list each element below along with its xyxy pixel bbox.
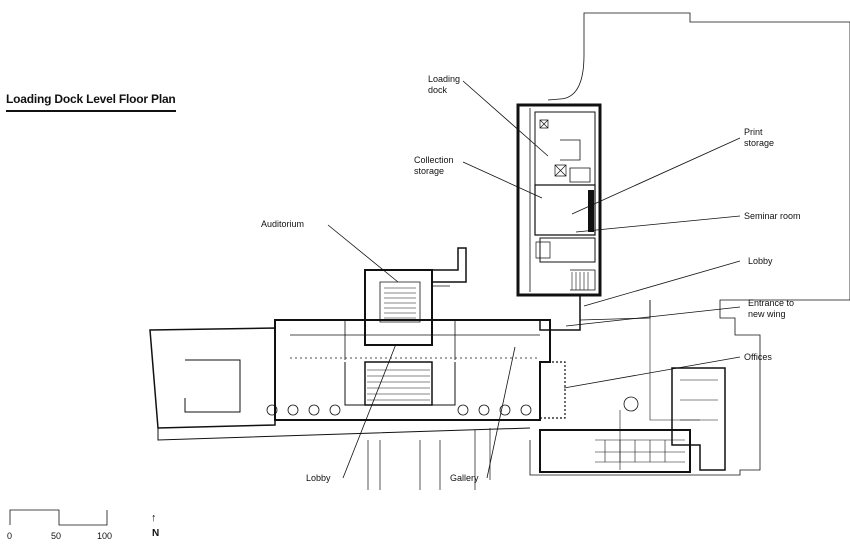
scale-tick-100: 100: [97, 531, 113, 541]
site-outline: [529, 12, 850, 476]
north-arrow-icon: ↑: [151, 512, 157, 524]
plan-title: Loading Dock Level Floor Plan: [6, 92, 176, 106]
label-seminar-room: Seminar room: [744, 211, 801, 221]
label-gallery: Gallery: [450, 473, 479, 483]
label-lobby-upper: Lobby: [748, 256, 773, 266]
label-auditorium: Auditorium: [261, 219, 305, 229]
scale-tick-50: 50: [51, 531, 62, 541]
label-entrance-1: Entrance to: [748, 298, 795, 308]
label-loading-dock-2: dock: [428, 85, 448, 95]
north-label: N: [152, 528, 160, 539]
label-entrance-2: new wing: [748, 309, 786, 319]
label-collection-storage-2: storage: [414, 166, 445, 176]
title-underline: [6, 110, 176, 112]
west-wing: [149, 327, 276, 429]
label-loading-dock-1: Loading: [428, 74, 461, 84]
leader-lines: [327, 80, 741, 479]
label-lobby-lower: Lobby: [306, 473, 331, 483]
office-block: [539, 429, 691, 473]
label-offices: Offices: [744, 352, 772, 362]
north-wing: [516, 103, 602, 297]
label-print-storage-2: storage: [744, 138, 775, 148]
label-collection-storage-1: Collection: [414, 155, 454, 165]
auditorium-block: [364, 269, 433, 346]
office-wing: [539, 361, 566, 419]
entrance-steps: [364, 361, 433, 406]
scale-bar: [9, 509, 108, 526]
site-curve: [547, 54, 585, 101]
label-print-storage-1: Print: [744, 127, 763, 137]
scale-tick-0: 0: [7, 531, 13, 541]
colonnade-columns: [266, 396, 639, 416]
